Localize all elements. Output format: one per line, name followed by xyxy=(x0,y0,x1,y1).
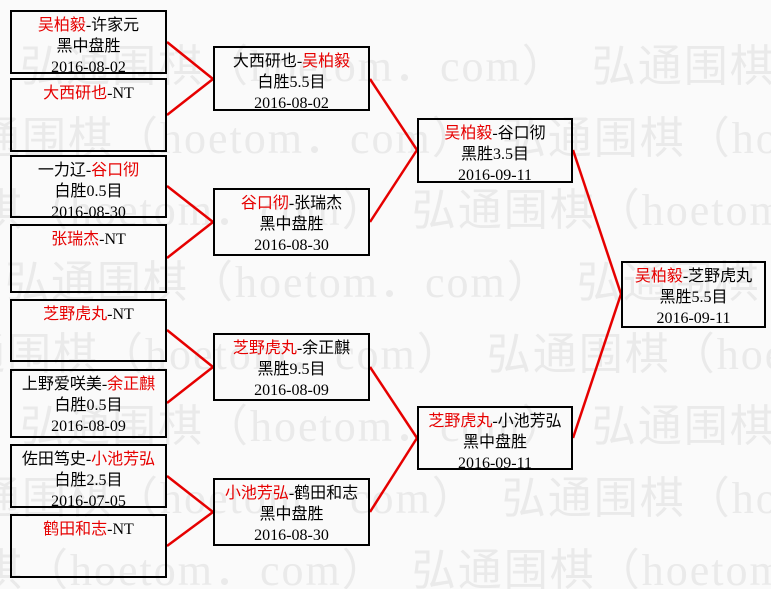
winner-name: 芝野虎丸 xyxy=(428,413,493,430)
match-players: 吴柏毅-谷口彻 xyxy=(419,123,571,144)
player-name: -NT xyxy=(99,231,126,248)
winner-name: 吴柏毅 xyxy=(37,17,86,34)
match-players: 大西研也-NT xyxy=(12,83,165,104)
winner-name: 小池芳弘 xyxy=(224,485,289,502)
match-players: 芝野虎丸-小池芳弘 xyxy=(419,411,571,432)
match-result: 黑中盘胜 xyxy=(259,506,324,523)
match-date: 2016-08-09 xyxy=(51,418,126,435)
player-name: 大西研也- xyxy=(232,53,303,70)
match-box-r2-1[interactable]: 大西研也-吴柏毅 白胜5.5目 2016-08-02 xyxy=(213,46,370,112)
winner-name: 吴柏毅 xyxy=(634,268,683,285)
winner-name: 余正麒 xyxy=(107,376,156,393)
match-box-final[interactable]: 吴柏毅-芝野虎丸 黑胜5.5目 2016-09-11 xyxy=(621,261,766,328)
match-box-sf-2[interactable]: 芝野虎丸-小池芳弘 黑中盘胜 2016-09-11 xyxy=(417,406,573,472)
match-date: 2016-07-05 xyxy=(51,493,126,510)
match-box-r1-5[interactable]: 芝野虎丸-NT xyxy=(10,299,167,362)
match-box-r1-8[interactable]: 鹤田和志-NT xyxy=(10,514,167,578)
match-players: 吴柏毅-芝野虎丸 xyxy=(623,266,764,287)
match-result: 白胜0.5目 xyxy=(54,397,123,414)
match-players: 芝野虎丸-余正麒 xyxy=(215,338,368,359)
match-result: 黑中盘胜 xyxy=(56,38,121,55)
match-players: 一力辽-谷口彻 xyxy=(12,160,165,181)
match-result: 黑胜9.5目 xyxy=(257,361,326,378)
match-result: 黑胜5.5目 xyxy=(659,289,728,306)
match-date: 2016-08-30 xyxy=(51,204,126,221)
match-date: 2016-08-30 xyxy=(254,527,329,544)
match-box-r1-3[interactable]: 一力辽-谷口彻 白胜0.5目 2016-08-30 xyxy=(10,155,167,221)
watermark-text: 弘通围棋（hoetom．com） 弘通围棋（hoetom．com） 弘通围棋（h… xyxy=(0,546,771,589)
player-name: -小池芳弘 xyxy=(492,413,562,430)
player-name: -许家元 xyxy=(85,17,140,34)
match-box-r1-1[interactable]: 吴柏毅-许家元 黑中盘胜 2016-08-02 xyxy=(10,10,167,76)
match-date: 2016-08-02 xyxy=(51,59,126,76)
match-box-r1-6[interactable]: 上野爱咲美-余正麒 白胜0.5目 2016-08-09 xyxy=(10,369,167,438)
match-box-r1-7[interactable]: 佐田笃史-小池芳弘 白胜2.5目 2016-07-05 xyxy=(10,444,167,510)
player-name: -张瑞杰 xyxy=(288,195,343,212)
match-box-r2-3[interactable]: 芝野虎丸-余正麒 黑胜9.5目 2016-08-09 xyxy=(213,333,370,401)
match-box-sf-1[interactable]: 吴柏毅-谷口彻 黑胜3.5目 2016-09-11 xyxy=(417,118,573,184)
match-players: 小池芳弘-鹤田和志 xyxy=(215,483,368,504)
winner-name: 大西研也 xyxy=(43,85,108,102)
player-name: -芝野虎丸 xyxy=(682,268,753,285)
winner-name: 吴柏毅 xyxy=(444,125,493,142)
player-name: -鹤田和志 xyxy=(288,485,359,502)
player-name: -NT xyxy=(107,85,134,102)
match-result: 黑中盘胜 xyxy=(259,216,324,233)
player-name: -谷口彻 xyxy=(492,125,546,142)
match-players: 上野爱咲美-余正麒 xyxy=(12,374,165,395)
match-players: 张瑞杰-NT xyxy=(12,229,165,250)
match-players: 吴柏毅-许家元 xyxy=(12,15,165,36)
match-box-r1-4[interactable]: 张瑞杰-NT xyxy=(10,224,167,293)
match-result: 黑胜3.5目 xyxy=(460,146,529,163)
winner-name: 芝野虎丸 xyxy=(232,340,297,357)
winner-name: 谷口彻 xyxy=(240,195,289,212)
match-box-r2-4[interactable]: 小池芳弘-鹤田和志 黑中盘胜 2016-08-30 xyxy=(213,478,370,546)
match-players: 佐田笃史-小池芳弘 xyxy=(12,449,165,470)
winner-name: 芝野虎丸 xyxy=(43,306,108,323)
player-name: -NT xyxy=(107,306,134,323)
match-box-r2-2[interactable]: 谷口彻-张瑞杰 黑中盘胜 2016-08-30 xyxy=(213,188,370,256)
player-name: 一力辽- xyxy=(37,162,92,179)
match-date: 2016-09-11 xyxy=(457,167,533,184)
player-name: -余正麒 xyxy=(296,340,351,357)
match-result: 白胜0.5目 xyxy=(54,183,123,200)
match-date: 2016-09-11 xyxy=(656,310,731,327)
player-name: 上野爱咲美- xyxy=(21,376,108,393)
match-result: 黑中盘胜 xyxy=(462,434,527,451)
match-players: 鹤田和志-NT xyxy=(12,519,165,540)
winner-name: 谷口彻 xyxy=(91,162,140,179)
winner-name: 小池芳弘 xyxy=(91,451,156,468)
match-date: 2016-08-02 xyxy=(254,95,329,112)
match-date: 2016-08-30 xyxy=(254,237,329,254)
match-players: 谷口彻-张瑞杰 xyxy=(215,193,368,214)
match-date: 2016-08-09 xyxy=(254,382,329,399)
match-date: 2016-09-11 xyxy=(457,455,533,472)
match-result: 白胜5.5目 xyxy=(257,74,326,91)
match-players: 芝野虎丸-NT xyxy=(12,304,165,325)
match-result: 白胜2.5目 xyxy=(54,472,123,489)
player-name: 佐田笃史- xyxy=(21,451,92,468)
match-players: 大西研也-吴柏毅 xyxy=(215,51,368,72)
winner-name: 吴柏毅 xyxy=(302,53,351,70)
match-box-r1-2[interactable]: 大西研也-NT xyxy=(10,78,167,152)
watermark-text: 弘通围棋（hoetom．com） 弘通围棋（hoetom．com） 弘通围棋（h… xyxy=(5,258,771,307)
winner-name: 鹤田和志 xyxy=(43,521,108,538)
player-name: -NT xyxy=(107,521,134,538)
winner-name: 张瑞杰 xyxy=(51,231,100,248)
